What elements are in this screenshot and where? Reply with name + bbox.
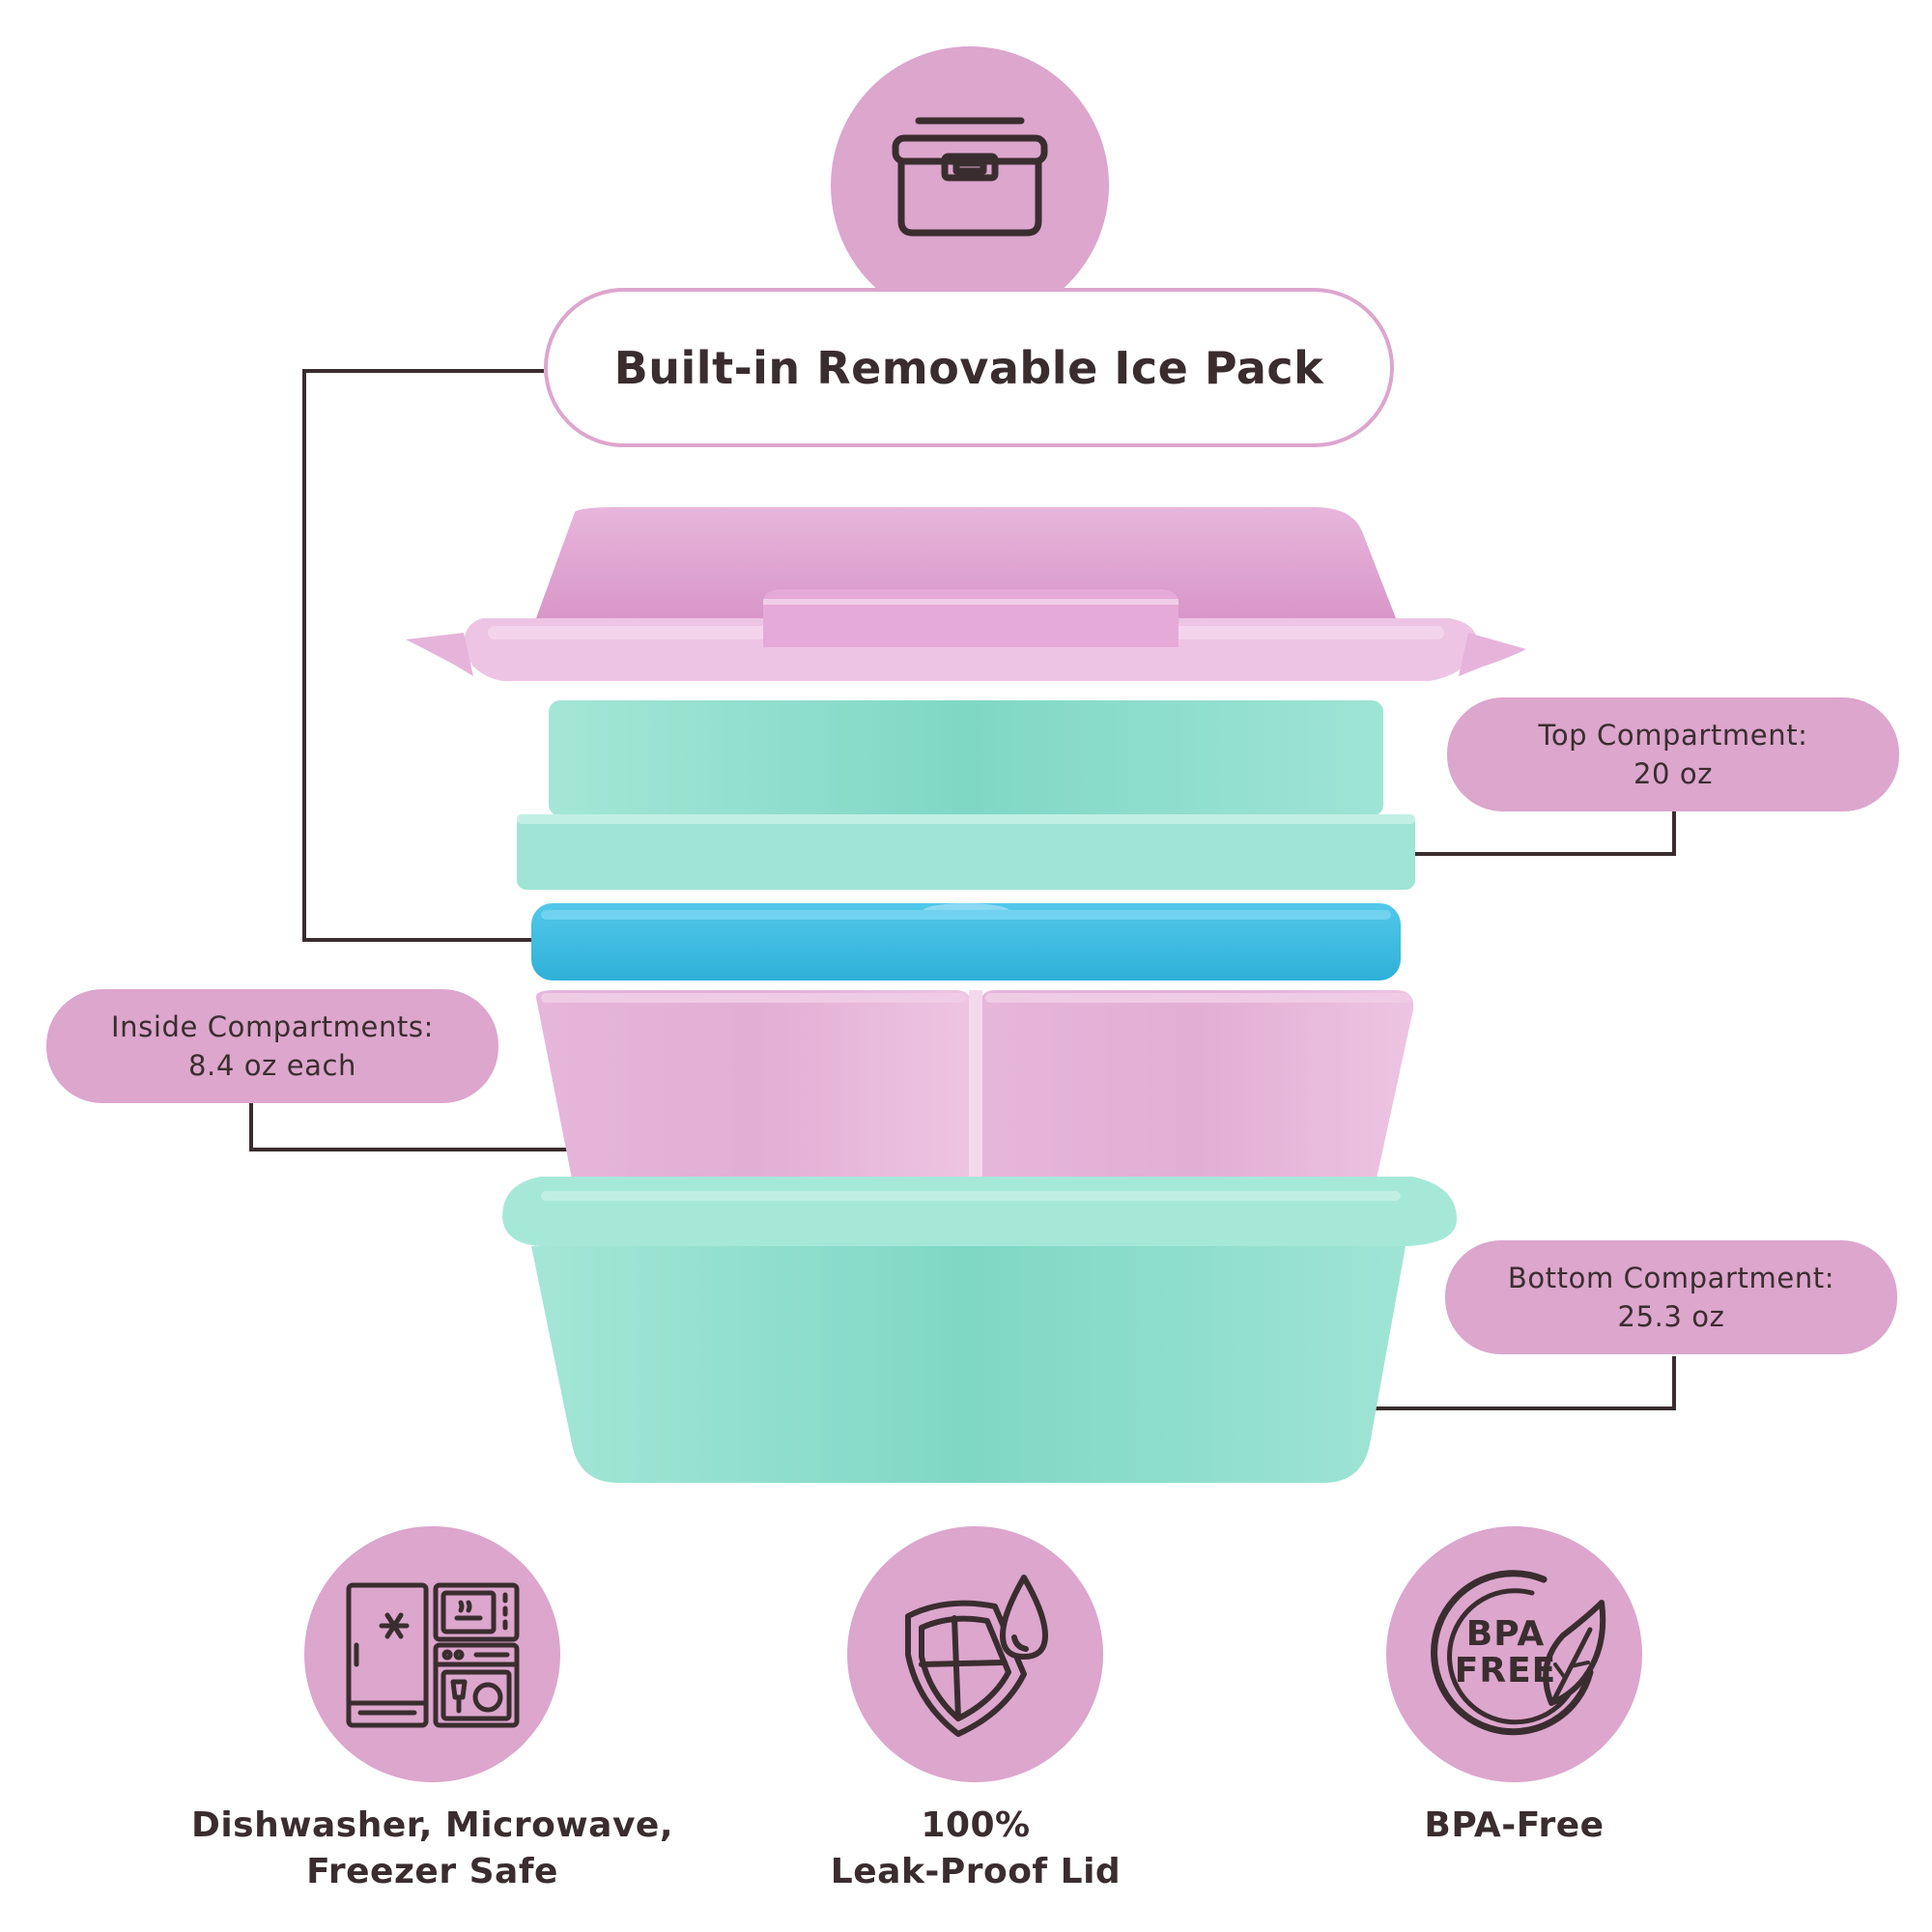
bottom-compartment-label-line2: 25.3 oz	[1617, 1300, 1725, 1333]
ice-pack-title-text: Built-in Removable Ice Pack	[613, 341, 1324, 394]
feature-leakproof-label: 100% Leak-Proof Lid	[802, 1803, 1150, 1895]
top-compartment-label: Top Compartment: 20 oz	[1447, 697, 1899, 811]
bottom-compartment	[502, 1177, 1457, 1483]
feature-bpa-line1: BPA-Free	[1424, 1805, 1605, 1845]
bottom-compartment-label: Bottom Compartment: 25.3 oz	[1445, 1240, 1897, 1354]
bottom-compartment-connector	[1328, 1356, 1676, 1410]
feature-bpa-label: BPA-Free	[1372, 1803, 1657, 1849]
leak-proof-shield-icon	[904, 1574, 1048, 1737]
ice-pack-title: Built-in Removable Ice Pack	[544, 288, 1394, 447]
inside-compartments	[535, 990, 1414, 1198]
appliances-icon-circle	[304, 1526, 560, 1782]
bpa-free-badge-text: BPA FREE	[1453, 1613, 1559, 1690]
lunchbox-icon-circle	[831, 46, 1109, 325]
bpa-badge-line1: BPA	[1465, 1613, 1546, 1654]
feature-leakproof-line1: 100%	[921, 1805, 1031, 1845]
bpa-free-icon-circle: BPA FREE	[1386, 1526, 1642, 1782]
top-compartment-label-line2: 20 oz	[1633, 757, 1714, 790]
top-compartment-connector	[1328, 811, 1676, 856]
feature-leakproof-line2: Leak-Proof Lid	[830, 1852, 1122, 1891]
feature-dishwasher-label: Dishwasher, Microwave, Freezer Safe	[145, 1803, 720, 1895]
inside-compartments-label-line1: Inside Compartments:	[110, 1010, 434, 1043]
feature-dishwasher-line2: Freezer Safe	[306, 1852, 558, 1891]
ice-pack	[531, 903, 1401, 980]
ice-pack-connector	[302, 369, 599, 942]
bpa-badge-line2: FREE	[1454, 1650, 1557, 1690]
top-compartment	[517, 700, 1415, 890]
lunchbox-icon	[892, 117, 1048, 237]
inside-compartments-label-line2: 8.4 oz each	[187, 1049, 357, 1082]
bpa-free-icon: BPA FREE	[1418, 1558, 1611, 1751]
leak-proof-icon-circle	[847, 1526, 1103, 1782]
inside-compartments-connector	[249, 1101, 604, 1151]
feature-dishwasher-line1: Dishwasher, Microwave,	[190, 1805, 674, 1845]
bpa-ring-icon	[1430, 1569, 1605, 1735]
appliances-icon	[346, 1582, 519, 1727]
lid	[406, 507, 1526, 681]
inside-compartments-label: Inside Compartments: 8.4 oz each	[46, 989, 498, 1103]
bottom-compartment-label-line1: Bottom Compartment:	[1507, 1262, 1835, 1294]
top-compartment-label-line1: Top Compartment:	[1538, 719, 1808, 752]
